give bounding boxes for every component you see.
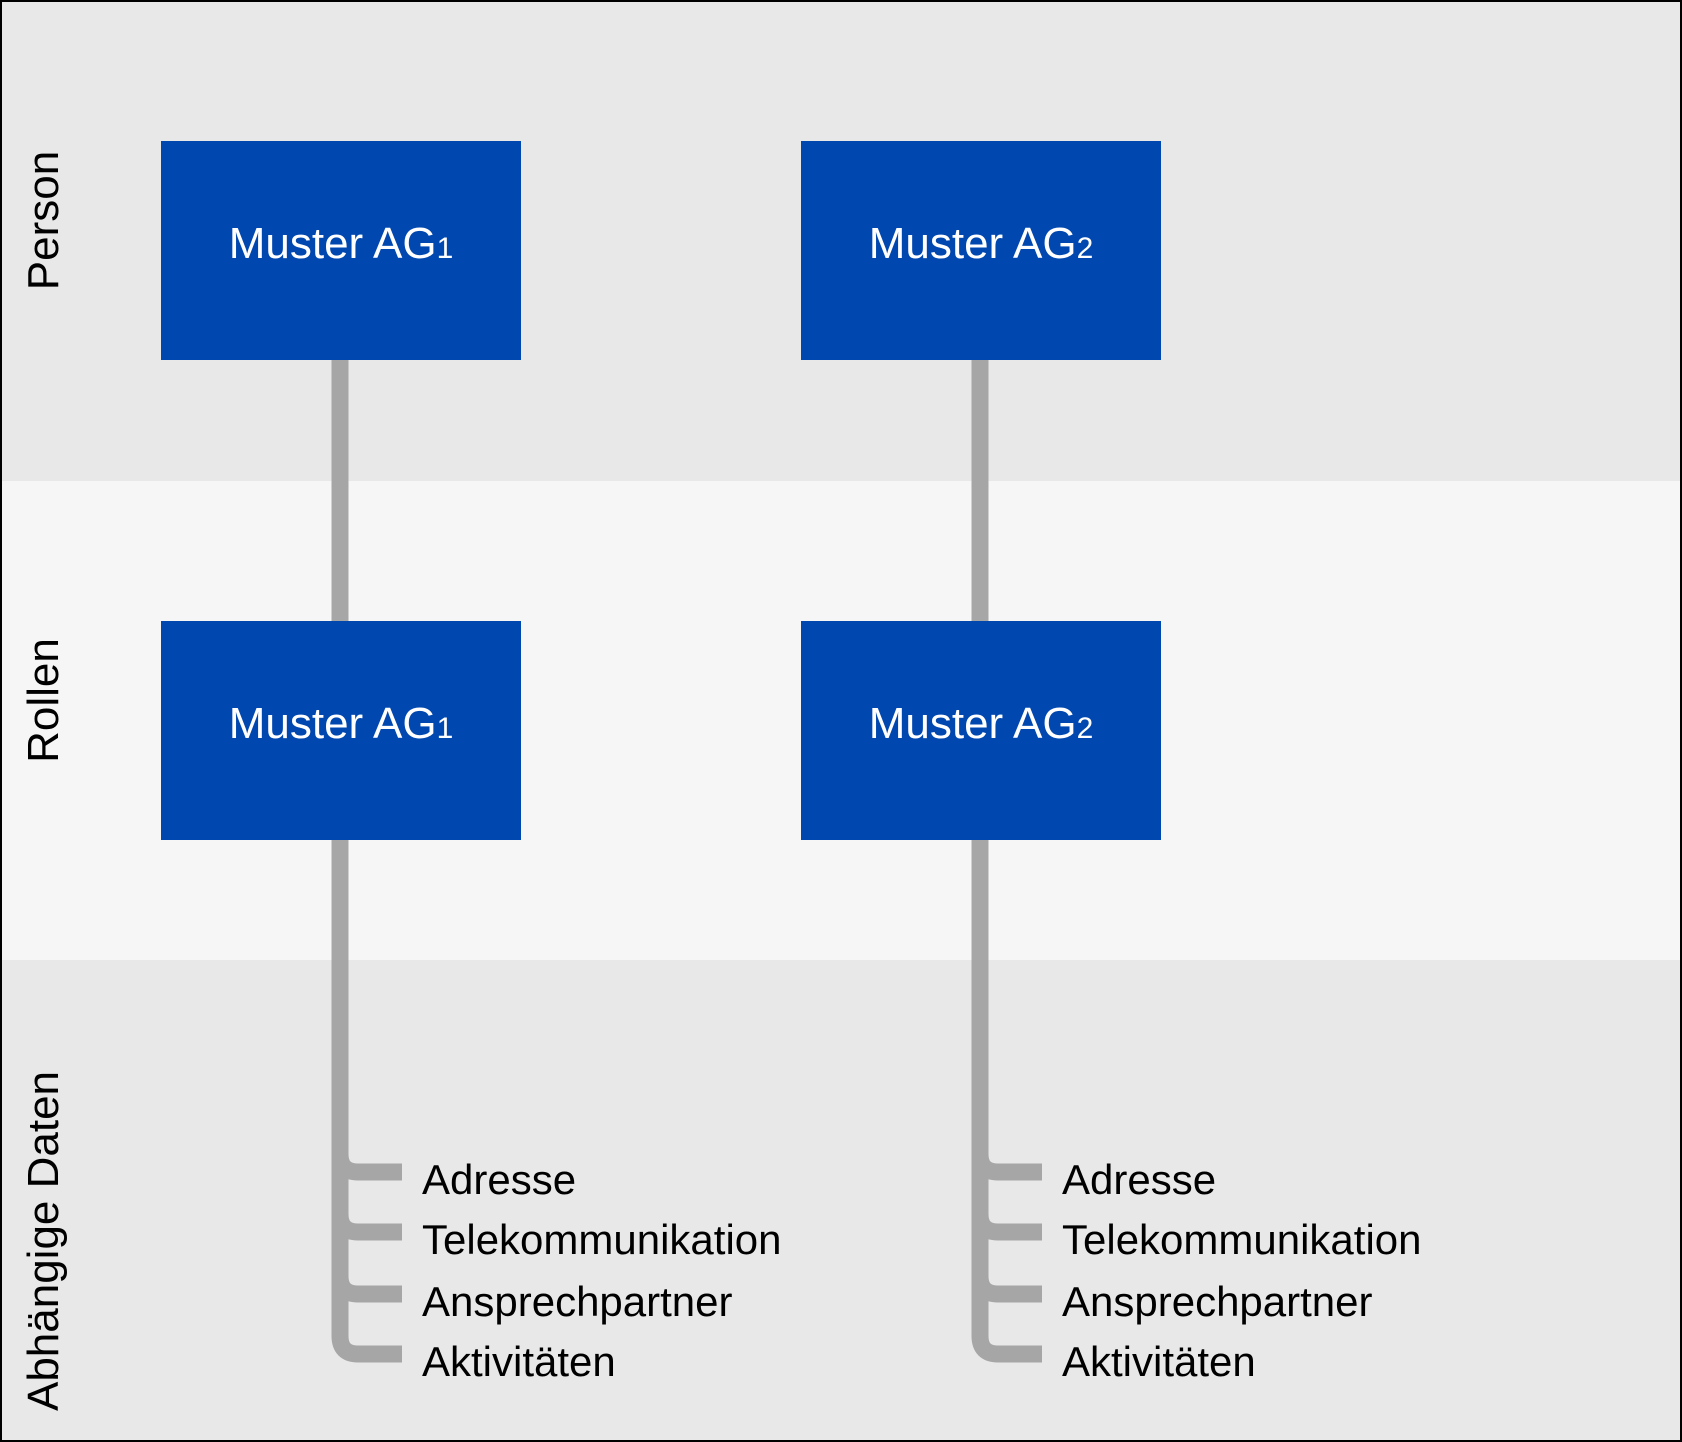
lane-label: Rollen <box>19 638 68 763</box>
person-box[interactable]: Muster AG2 <box>801 141 1161 360</box>
person-box-label: Muster AG2 <box>869 219 1094 268</box>
dependent-data-item: Aktivitäten <box>1062 1338 1256 1385</box>
person-box[interactable]: Muster AG1 <box>161 141 521 360</box>
lane-band <box>0 960 1682 1442</box>
branch-line <box>331 1213 402 1241</box>
role-box[interactable]: Muster AG2 <box>801 621 1161 840</box>
dependent-data-item: Telekommunikation <box>422 1216 782 1263</box>
dependent-data-item: Adresse <box>422 1156 576 1203</box>
lane-label: Abhängige Daten <box>19 1071 68 1411</box>
column-2: AdresseTelekommunikationAnsprechpartnerA… <box>801 141 1422 1385</box>
role-box[interactable]: Muster AG1 <box>161 621 521 840</box>
person-box-label: Muster AG1 <box>229 219 454 268</box>
dependent-data-item: Telekommunikation <box>1062 1216 1422 1263</box>
branch-line <box>331 1275 402 1303</box>
branch-line <box>971 1213 1042 1241</box>
column-1: AdresseTelekommunikationAnsprechpartnerA… <box>161 141 782 1385</box>
dependent-data-item: Adresse <box>1062 1156 1216 1203</box>
dependent-data-item: Ansprechpartner <box>422 1278 733 1325</box>
role-box-label: Muster AG2 <box>869 699 1094 748</box>
connector-line <box>331 840 402 1363</box>
role-box-label: Muster AG1 <box>229 699 454 748</box>
dependent-data-item: Aktivitäten <box>422 1338 616 1385</box>
lane-label: Person <box>19 151 68 290</box>
dependent-data-item: Ansprechpartner <box>1062 1278 1373 1325</box>
branch-line <box>971 1153 1042 1181</box>
branch-line <box>331 1153 402 1181</box>
branch-line <box>971 1275 1042 1303</box>
connector-line <box>971 840 1042 1363</box>
